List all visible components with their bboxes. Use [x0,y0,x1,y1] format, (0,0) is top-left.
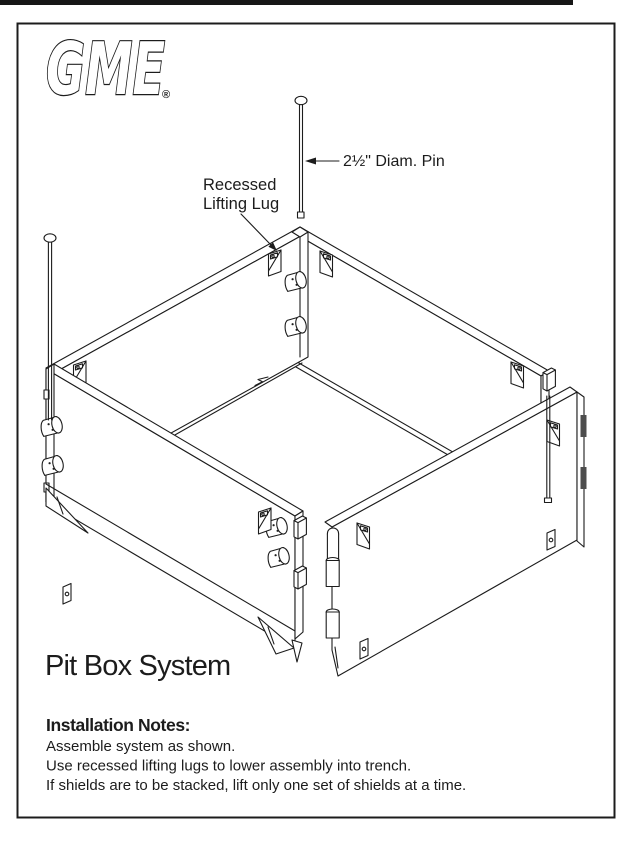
diagram-title: Pit Box System [45,650,230,682]
recessed-lifting-lug [510,361,525,389]
note-line: Assemble system as shown. [46,738,235,755]
stacking-tab [546,528,556,551]
recessed-lifting-lug [546,419,561,447]
logo-registered-mark: ® [162,89,170,101]
page-border [16,22,616,819]
stacking-tab [62,582,72,605]
edge-sleeve-tube [580,467,587,489]
note-line: Use recessed lifting lugs to lower assem… [46,758,411,775]
recessed-lifting-lug [356,522,371,550]
corner-sleeve-tube [542,367,556,392]
scan-edge-bar [0,0,573,5]
logo-text: GME [46,27,165,111]
corner-sleeve-tube [293,565,307,590]
top-pin [294,95,308,219]
recessed-lifting-lug [257,507,272,535]
front-right-panel [324,386,587,677]
pin-diameter-label: 2½" Diam. Pin [343,153,445,170]
notes-heading: Installation Notes: [46,715,190,735]
right-corner-pin [543,395,553,504]
lug-label-arrow [240,213,277,251]
left-pin [43,233,57,421]
stacking-tab [359,637,369,660]
recessed-lifting-lug [267,249,282,277]
back-corner-post [254,226,309,387]
corner-sleeve-tube [293,515,307,540]
lug-label-line2: Lifting Lug [203,195,279,213]
note-line: If shields are to be stacked, lift only … [46,777,466,794]
gme-logo: GME ® [45,26,170,112]
edge-sleeve-tube [580,415,587,437]
recessed-lifting-lug [319,250,334,278]
pin-label-arrow [305,157,340,165]
lug-label-line1: Recessed [203,176,276,194]
